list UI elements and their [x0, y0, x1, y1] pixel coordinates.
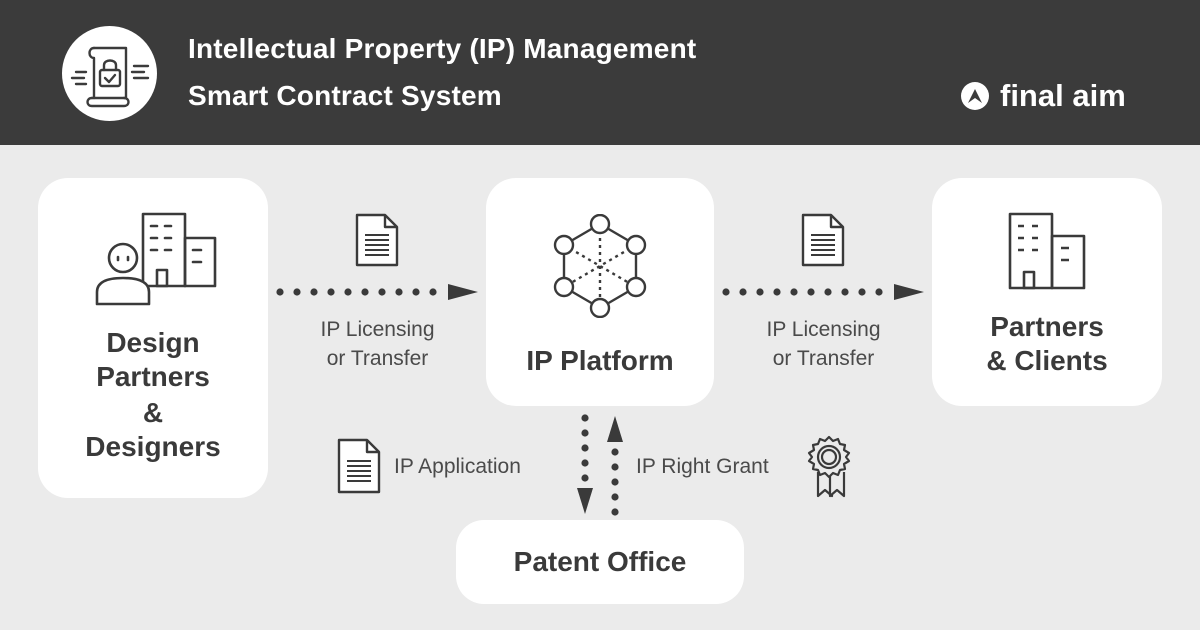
- network-hexagon-icon: [550, 214, 650, 318]
- left-edge-label-2: or Transfer: [290, 344, 465, 373]
- designers-label-2: Partners: [38, 360, 268, 394]
- right-edge-label-1: IP Licensing: [736, 315, 911, 344]
- designers-label-3: &: [38, 396, 268, 430]
- designers-label-4: Designers: [38, 430, 268, 464]
- brand-name: final aim: [1000, 78, 1126, 114]
- page-title-line2: Smart Contract System: [188, 80, 502, 112]
- final-aim-mark-icon: [960, 81, 990, 111]
- designers-node: Design Partners & Designers: [38, 178, 268, 498]
- clients-label-2: & Clients: [932, 344, 1162, 378]
- person-building-icon: [93, 208, 223, 308]
- document-icon: [801, 213, 845, 267]
- document-icon: [337, 438, 381, 494]
- designers-label-1: Design: [38, 326, 268, 360]
- right-edge-label-2: or Transfer: [736, 344, 911, 373]
- header-bar: Intellectual Property (IP) Management Sm…: [0, 0, 1200, 145]
- up-edge-label: IP Right Grant: [636, 452, 769, 481]
- flow-arrow-right: [718, 280, 928, 304]
- clients-node: Partners & Clients: [932, 178, 1162, 406]
- down-edge-label: IP Application: [394, 452, 521, 481]
- award-ribbon-icon: [804, 434, 854, 500]
- page-title-line1: Intellectual Property (IP) Management: [188, 33, 696, 65]
- clients-label-1: Partners: [932, 310, 1162, 344]
- flow-arrow-down: [572, 412, 598, 518]
- document-icon: [355, 213, 399, 267]
- patent-office-label: Patent Office: [456, 545, 744, 579]
- flow-arrow-left: [272, 280, 482, 304]
- patent-office-node: Patent Office: [456, 520, 744, 604]
- brand-logo: final aim: [960, 76, 1126, 116]
- flow-arrow-up: [602, 412, 628, 518]
- contract-lock-logo-icon: [62, 26, 157, 121]
- building-icon: [1006, 212, 1092, 292]
- left-edge-label-1: IP Licensing: [290, 315, 465, 344]
- platform-node: IP Platform: [486, 178, 714, 406]
- platform-label: IP Platform: [486, 344, 714, 378]
